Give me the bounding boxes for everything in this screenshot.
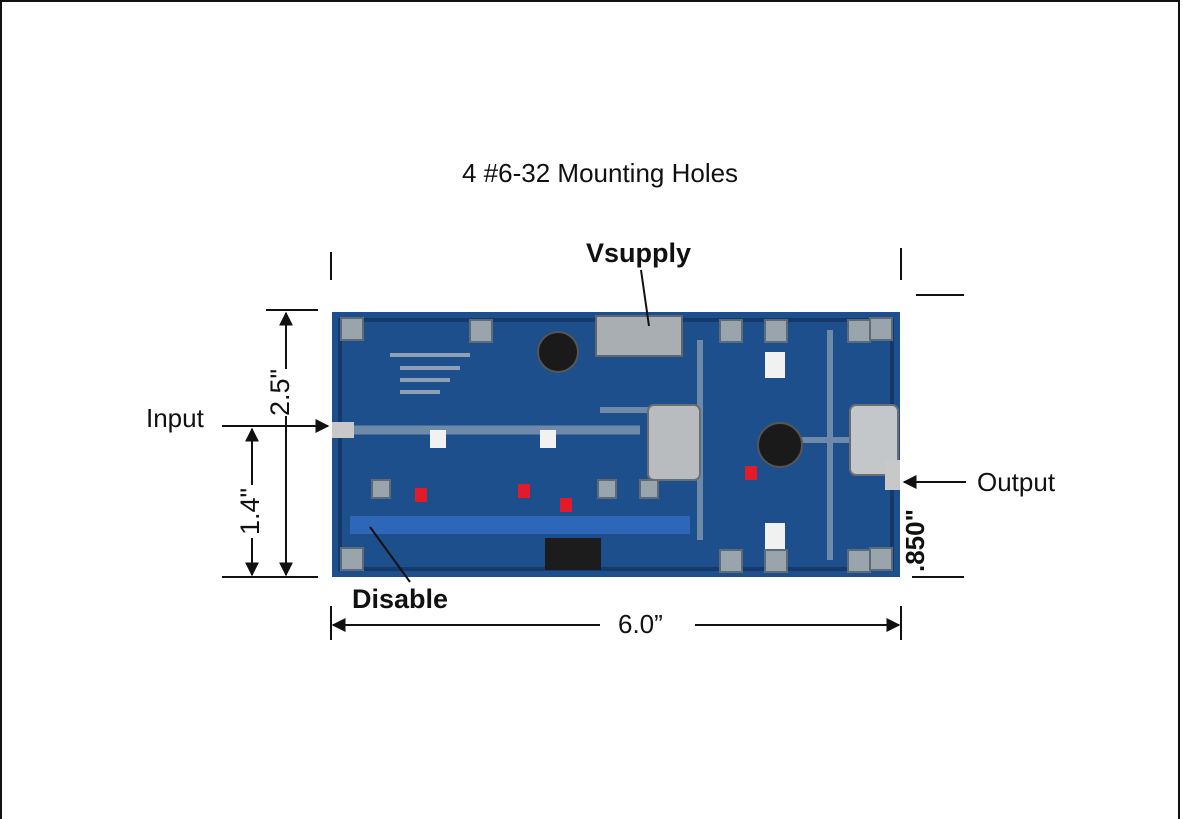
input-offset-label: 1.4" <box>235 484 265 538</box>
height-dimension <box>222 309 318 578</box>
output-label: Output <box>977 467 1056 497</box>
vsupply-leader <box>640 269 650 327</box>
height-dimension-label: 2.5" <box>265 368 295 416</box>
disable-leader <box>369 526 411 583</box>
output-offset-label: .850" <box>900 509 930 572</box>
mounting-holes-title: 4 #6-32 Mounting Holes <box>462 158 739 188</box>
width-dimension-label: 6.0” <box>612 611 669 637</box>
mounting-hole-ticks <box>330 248 964 296</box>
width-dimension <box>330 606 902 640</box>
pcb-board <box>332 312 900 577</box>
input-label: Input <box>146 403 204 433</box>
vsupply-label: Vsupply <box>586 238 692 268</box>
disable-label: Disable <box>352 584 449 614</box>
